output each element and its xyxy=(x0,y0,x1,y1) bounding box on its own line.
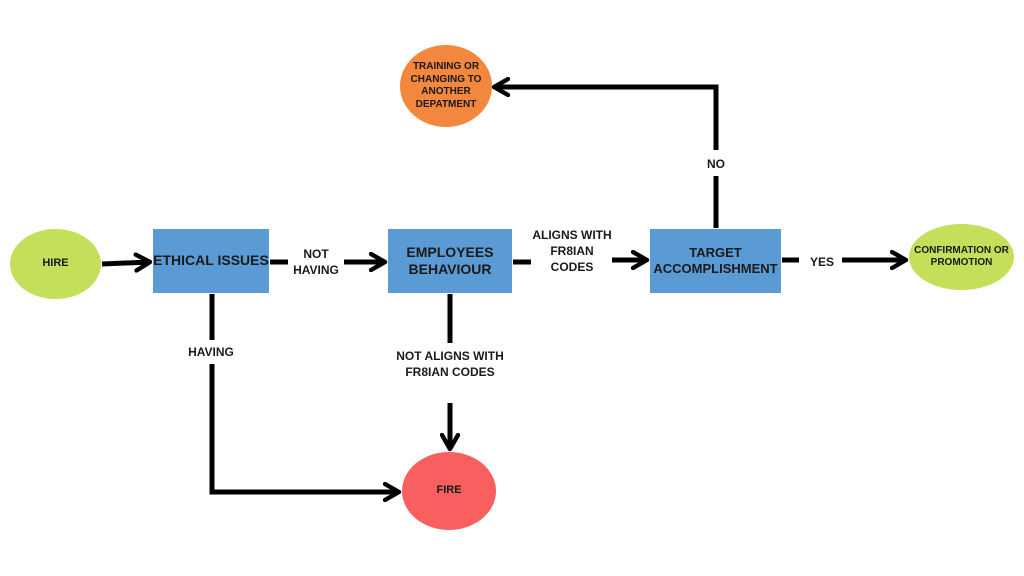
edge-label-not-aligns: NOT ALIGNS WITH FR8IAN CODES xyxy=(396,349,504,380)
node-fire: FIRE xyxy=(402,452,496,530)
node-ethical-issues: ETHICAL ISSUES xyxy=(153,229,269,293)
edge-label-yes: YES xyxy=(809,255,834,269)
node-employees-behaviour: EMPLOYEES BEHAVIOUR xyxy=(388,229,512,293)
node-target-accomplishment: TARGET ACCOMPLISHMENT xyxy=(650,229,781,293)
arrow-target-to-training-upper xyxy=(494,87,719,150)
node-hire: HIRE xyxy=(10,229,101,299)
arrow-hire-to-ethical xyxy=(101,262,150,264)
edge-label-aligns: ALIGNS WITH FR8IAN CODES xyxy=(532,228,612,275)
node-training-or-changing: TRAINING OR CHANGING TO ANOTHER DEPATMEN… xyxy=(400,45,492,127)
node-confirmation-or-promotion: CONFIRMATION OR PROMOTION xyxy=(909,224,1014,290)
edge-label-having: HAVING xyxy=(188,345,234,359)
edge-label-no: NO xyxy=(707,157,725,171)
edge-label-not-having: NOT HAVING xyxy=(293,247,339,278)
arrow-ethical-to-fire-lower xyxy=(209,364,399,492)
